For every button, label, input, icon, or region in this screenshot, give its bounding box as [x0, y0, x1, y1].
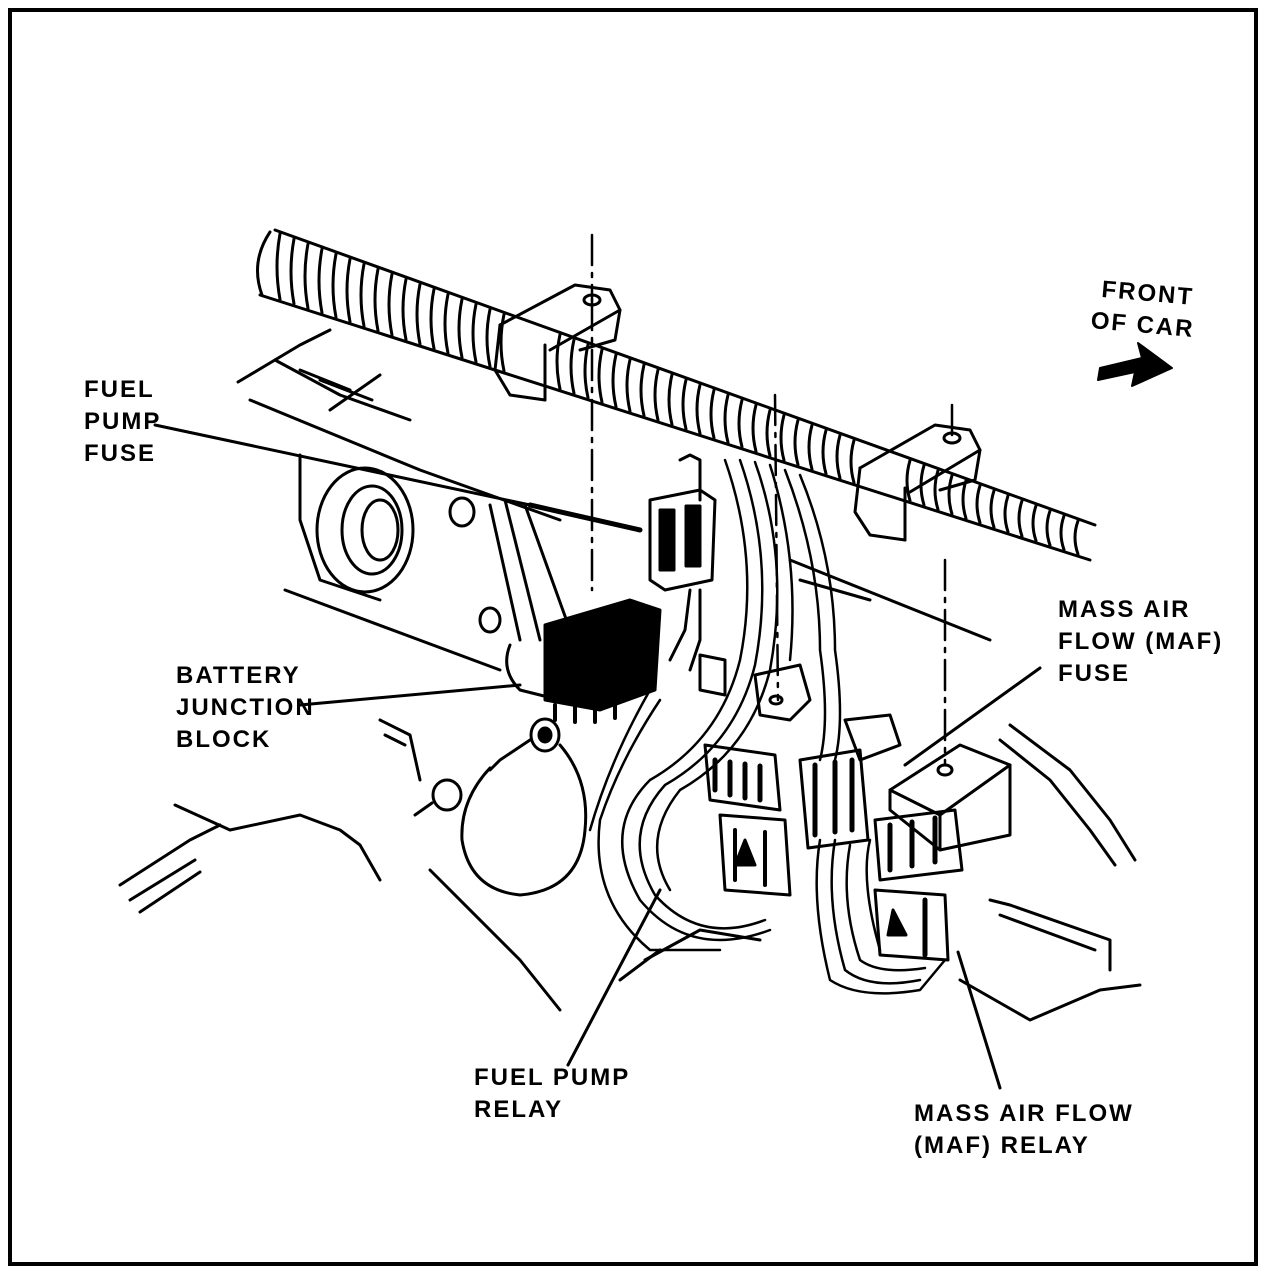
fuel-pump-fuse-label: FUEL PUMP FUSE	[84, 376, 162, 467]
diagram-frame	[8, 8, 1258, 1266]
conduit-rib	[723, 393, 730, 444]
maf-fuse-bracket	[843, 713, 1012, 852]
conduit-rib	[583, 343, 590, 400]
conduit-rib	[849, 438, 856, 485]
conduit-rib	[275, 232, 282, 301]
conduit-rib	[653, 368, 660, 422]
conduit-rib	[429, 287, 436, 351]
conduit-rib	[695, 383, 702, 435]
maf-fuse-label: MASS AIR FLOW (MAF) FUSE	[1058, 596, 1224, 687]
conduit-rib	[751, 403, 758, 453]
conduit-rib	[905, 458, 912, 503]
conduit-rib	[1073, 519, 1080, 556]
conduit-rib	[373, 267, 380, 333]
conduit-rib	[331, 252, 338, 319]
conduit-rib	[989, 489, 996, 529]
conduit-rib	[625, 358, 632, 413]
conduit-rib	[359, 262, 366, 328]
conduit-rib	[933, 469, 940, 511]
fuel-pump-relay-connectors	[698, 653, 812, 897]
conduit-rib	[555, 333, 562, 391]
maf-relay-connectors	[798, 748, 964, 962]
harness-bracket-right	[853, 423, 982, 542]
conduit-rib	[821, 428, 828, 476]
conduit-rib	[807, 423, 814, 471]
conduit-rib	[471, 302, 478, 364]
fuel-pump-fuse-block	[648, 453, 717, 672]
conduit-rib	[443, 292, 450, 355]
conduit-rib	[387, 272, 394, 337]
conduit-rib	[639, 363, 646, 418]
conduit-rib	[597, 348, 604, 404]
harness-bracket-left	[493, 283, 622, 402]
wire-bundles	[588, 458, 947, 995]
conduit-rib	[401, 277, 408, 342]
conduit-rib	[485, 307, 492, 368]
conduit-rib	[737, 398, 744, 449]
maf-relay-label: MASS AIR FLOW (MAF) RELAY	[914, 1100, 1134, 1159]
conduit-rib	[793, 418, 800, 467]
conduit-rib	[415, 282, 422, 346]
conduit-rib	[457, 297, 464, 359]
fuel-pump-relay-label: FUEL PUMP RELAY	[474, 1064, 631, 1123]
conduit-rib	[303, 242, 310, 310]
conduit-rib	[611, 353, 618, 409]
conduit-rib	[345, 257, 352, 324]
front-of-car-label: FRONT OF CAR	[1089, 275, 1196, 344]
conduit-rib	[709, 388, 716, 440]
conduit-rib	[1003, 494, 1010, 534]
conduit-rib	[779, 413, 786, 462]
conduit-rib	[499, 312, 506, 373]
front-of-car-arrow	[1097, 342, 1173, 387]
body-openings	[315, 466, 502, 634]
conduit-rib	[947, 474, 954, 516]
conduit-rib	[765, 408, 772, 458]
battery-junction-block-label: BATTERY JUNCTION BLOCK	[176, 662, 315, 753]
conduit-rib	[961, 479, 968, 520]
leader-lines	[153, 423, 1042, 1090]
conduit-rib	[835, 433, 842, 480]
conduit-rib	[1045, 509, 1052, 547]
conduit-rib	[1031, 504, 1038, 543]
body-panel-lines	[118, 328, 1142, 1022]
conduit-rib	[1017, 499, 1024, 538]
conduit-rib	[975, 484, 982, 525]
conduit-rib	[667, 373, 674, 427]
conduit-rib	[569, 338, 576, 395]
conduit-rib	[681, 378, 688, 431]
wiring-harness-conduit	[256, 228, 1097, 562]
mounting-guide-lines	[590, 233, 954, 767]
conduit-rib	[1059, 514, 1066, 552]
battery-junction-block	[413, 598, 662, 897]
conduit-rib	[317, 247, 324, 315]
conduit-rib	[289, 237, 296, 306]
